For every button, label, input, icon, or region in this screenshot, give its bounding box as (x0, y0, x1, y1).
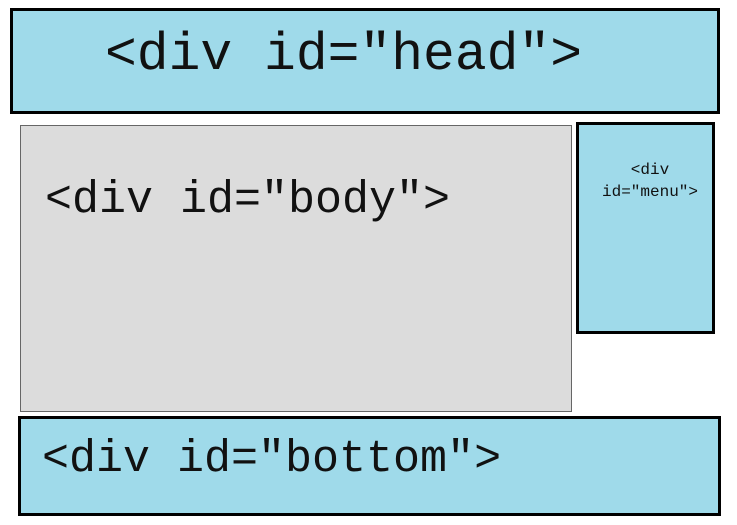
body-div-label: <div id="body"> (45, 175, 451, 226)
menu-div-label-line1: <div (630, 161, 670, 179)
bottom-div-box: <div id="bottom"> (18, 416, 721, 516)
menu-div-label: <div id="menu"> (585, 159, 715, 204)
body-div-box: <div id="body"> (20, 125, 572, 412)
head-div-label: <div id="head"> (105, 25, 583, 85)
menu-div-label-line2: id="menu"> (601, 183, 698, 202)
bottom-div-label: <div id="bottom"> (42, 434, 502, 485)
menu-div-box: <div id="menu"> (576, 122, 715, 334)
head-div-box: <div id="head"> (10, 8, 720, 114)
